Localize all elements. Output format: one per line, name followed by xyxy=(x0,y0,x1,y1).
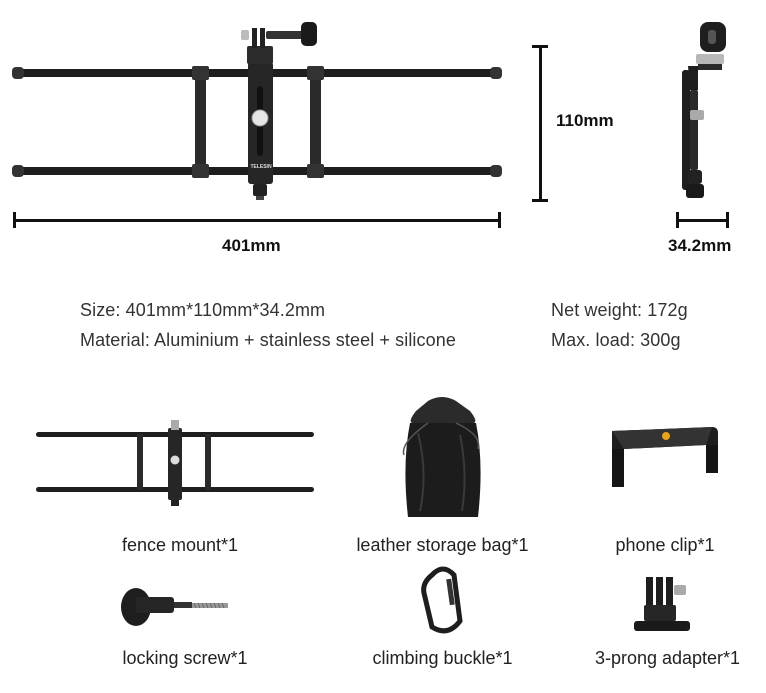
depth-label: 34.2mm xyxy=(668,236,732,255)
depth-tick-right xyxy=(726,212,729,228)
spec-material: Material: Aluminium + stainless steel + … xyxy=(80,330,456,350)
spec-size: Size: 401mm*110mm*34.2mm xyxy=(80,300,326,320)
height-tick-bottom xyxy=(532,199,548,202)
brand-label: TELESIN xyxy=(250,164,272,170)
fence-mount-item-image xyxy=(36,420,314,506)
length-tick-right xyxy=(498,212,501,228)
height-tick-top xyxy=(532,45,548,48)
item-caption-phone-clip: phone clip*1 xyxy=(615,535,715,555)
length-tick-left xyxy=(13,212,16,228)
length-dimension-line xyxy=(14,219,501,222)
spec-max-load: Max. load: 300g xyxy=(551,330,681,350)
phone-clip-icon xyxy=(612,427,718,487)
fence-mount-front-image xyxy=(12,22,502,200)
prong-adapter-icon xyxy=(634,577,690,631)
depth-dimension-line xyxy=(676,219,729,222)
height-dimension-line xyxy=(539,46,542,202)
locking-screw-icon xyxy=(121,588,228,626)
item-caption-locking-screw: locking screw*1 xyxy=(122,648,248,668)
height-label: 110mm xyxy=(556,111,614,130)
storage-bag-icon xyxy=(402,397,481,517)
spec-weight: Net weight: 172g xyxy=(551,300,688,320)
item-caption-fence-mount: fence mount*1 xyxy=(121,535,239,555)
item-caption-storage-bag: leather storage bag*1 xyxy=(356,535,529,555)
depth-tick-left xyxy=(676,212,679,228)
item-caption-prong-adapter: 3-prong adapter*1 xyxy=(594,648,741,668)
fence-mount-side-image xyxy=(682,22,726,198)
climbing-buckle-icon xyxy=(421,566,463,634)
length-label: 401mm xyxy=(222,236,281,255)
item-caption-climbing-buckle: climbing buckle*1 xyxy=(372,648,513,668)
